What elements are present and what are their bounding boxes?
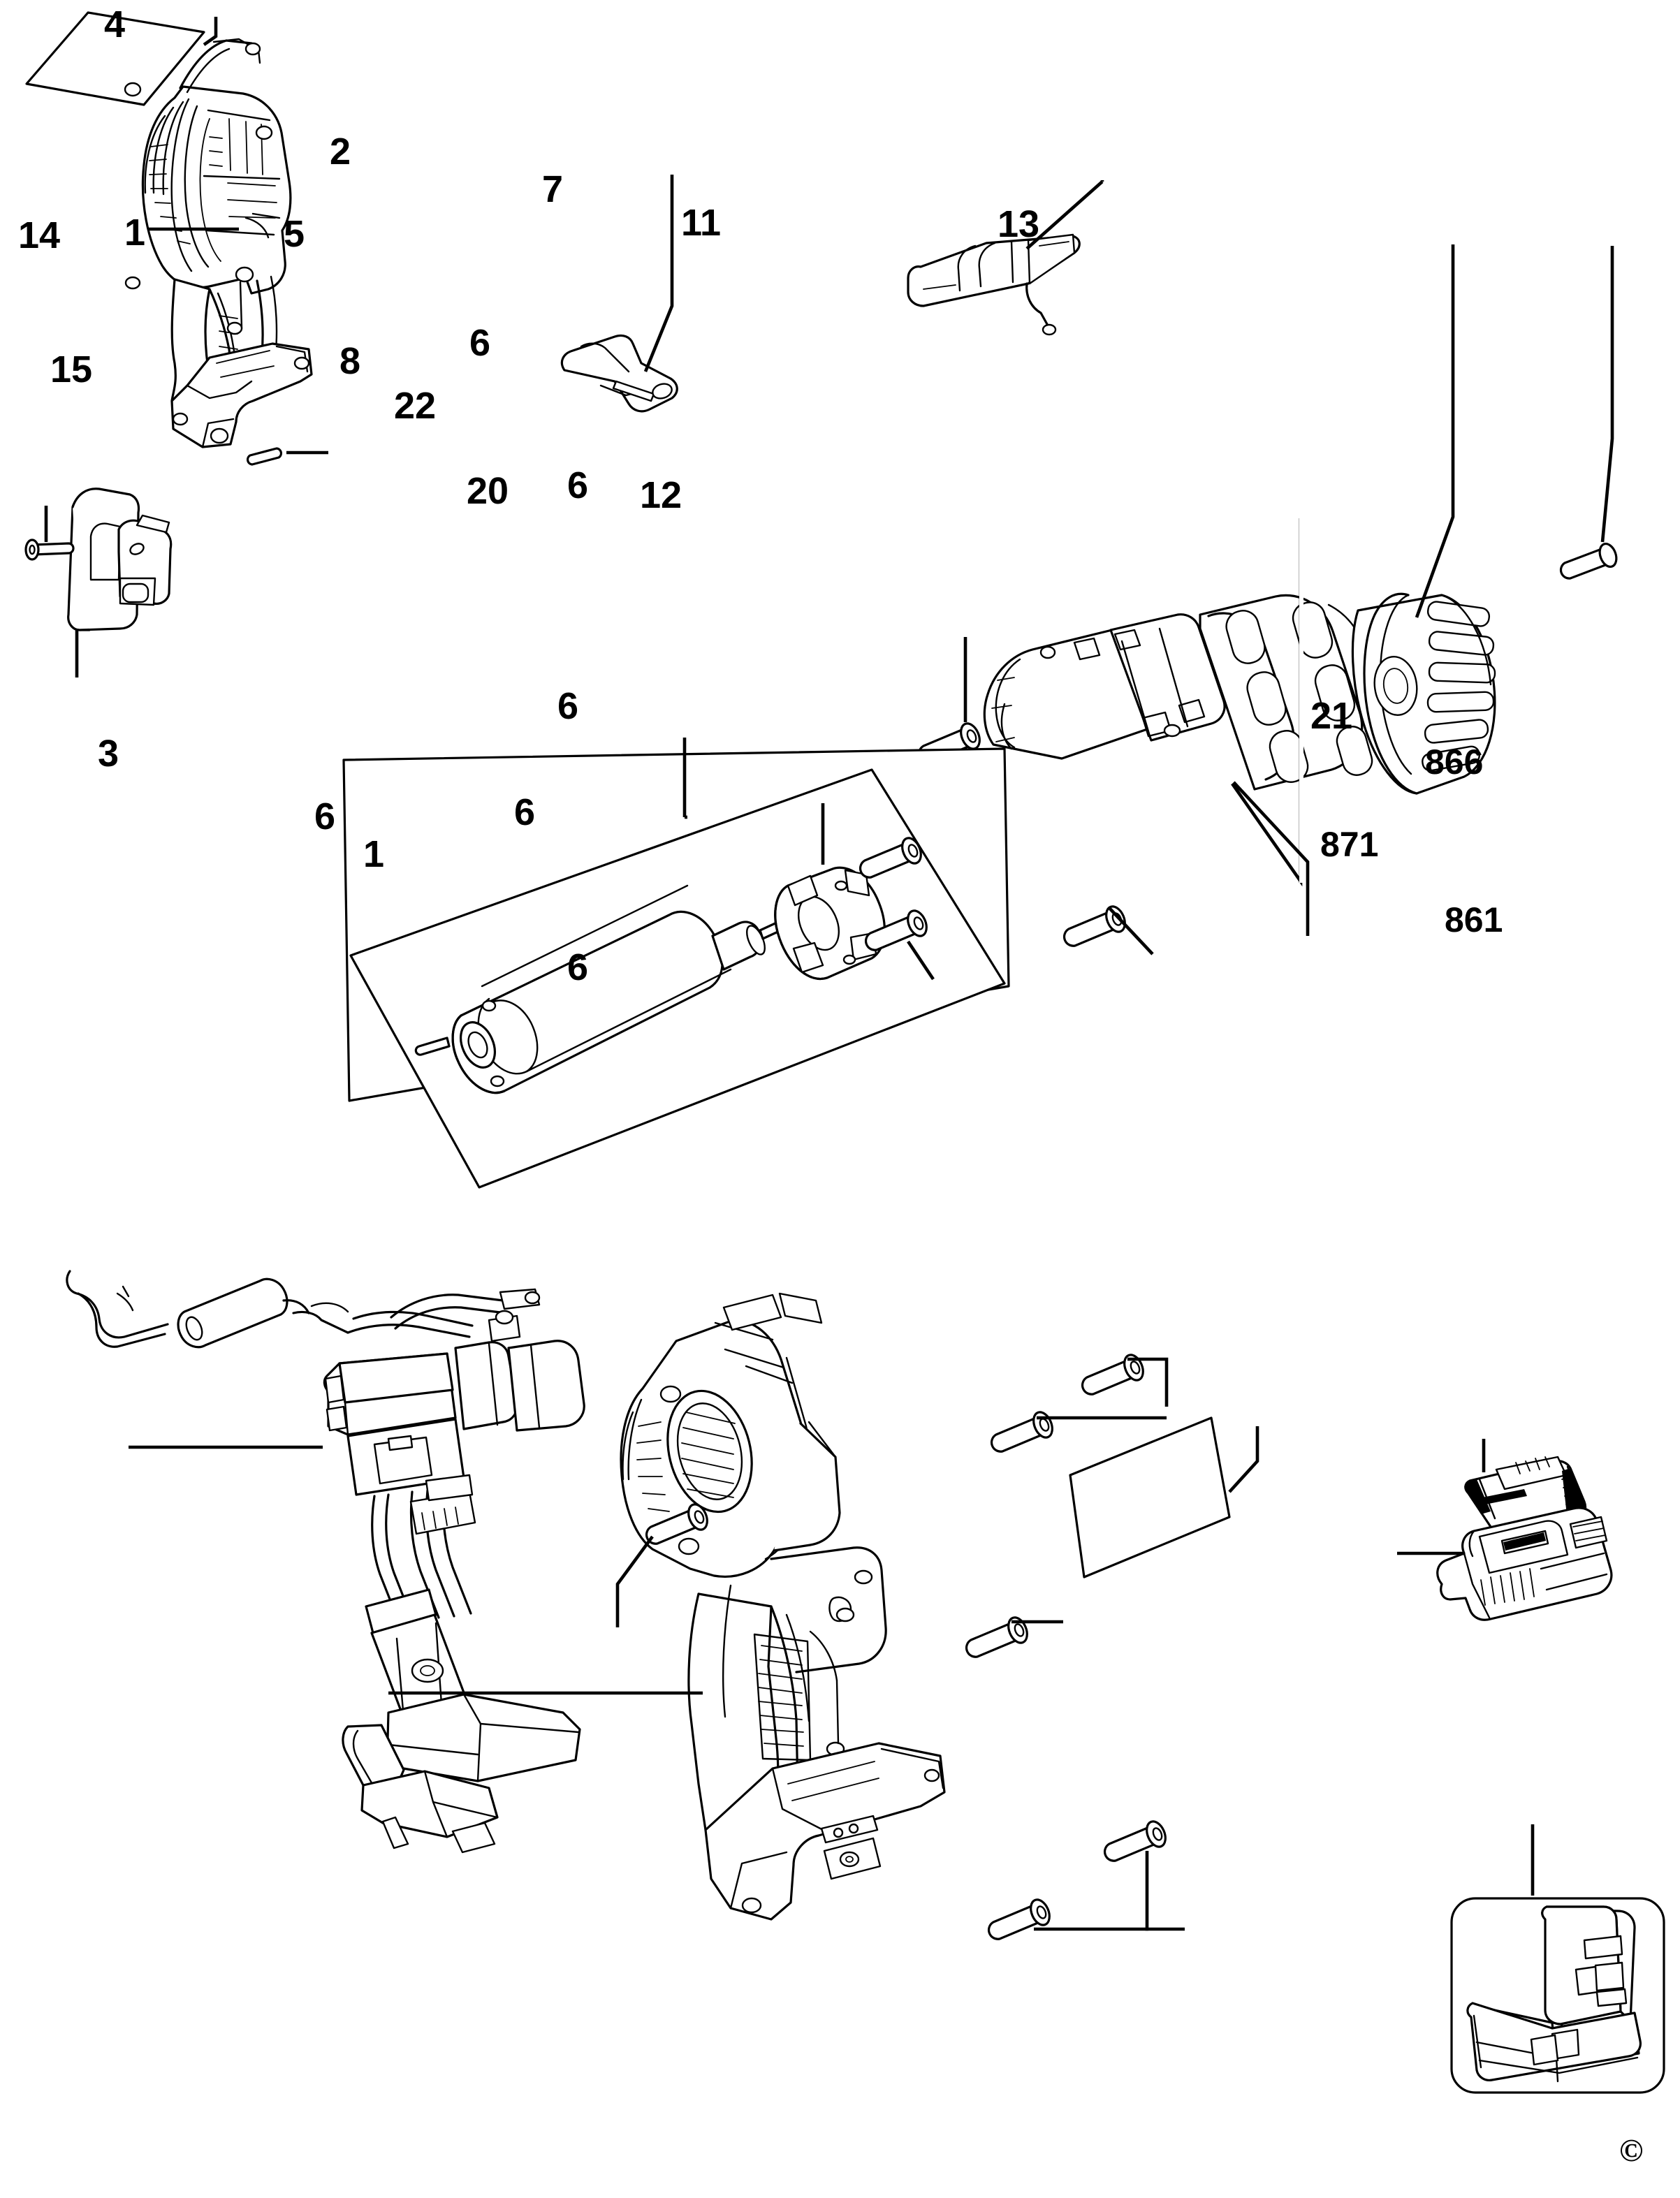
callout-1-right: 1	[363, 833, 385, 875]
warning-label-part-21	[1069, 1416, 1259, 1578]
carrying-case-part-861	[1450, 1824, 1665, 2094]
gearbox-assembly-part-12	[983, 518, 1373, 887]
housing-screw-part-6-g	[987, 1896, 1148, 1940]
housing-screw-part-6-d	[615, 1500, 713, 1627]
housing-screw-part-6-lower-gearbox	[1062, 902, 1154, 955]
forward-reverse-selector-part-2	[560, 175, 678, 413]
copyright-mark: ©	[1619, 2132, 1644, 2168]
callout-871: 871	[1320, 825, 1379, 864]
switch-and-wiring-assembly-part-3	[66, 1270, 585, 1854]
nameplate-label-part-4	[25, 11, 218, 106]
pin-part-5	[246, 447, 328, 466]
callout-6-e: 6	[514, 791, 536, 833]
belt-clip-part-15	[67, 488, 173, 677]
callout-1-left: 1	[124, 212, 146, 254]
callout-7: 7	[542, 168, 564, 210]
keyless-chuck-part-11	[1351, 244, 1496, 795]
callout-2: 2	[330, 131, 351, 173]
callout-6-b: 6	[567, 464, 589, 506]
housing-screw-part-6-e	[965, 1613, 1063, 1658]
callout-861: 861	[1445, 900, 1503, 939]
battery-charger-part-871	[1397, 1507, 1613, 1621]
callout-12: 12	[640, 474, 682, 516]
callout-15: 15	[50, 349, 93, 390]
housing-screw-part-6-upper	[917, 637, 985, 764]
callout-3: 3	[98, 733, 119, 775]
gearbox-leader-line	[1232, 517, 1310, 936]
callout-21: 21	[1310, 695, 1353, 737]
housing-screw-part-6-f	[1103, 1817, 1185, 1931]
callout-6-a: 6	[469, 322, 491, 364]
housing-half-right-part-1	[388, 1292, 946, 1921]
callout-22: 22	[394, 385, 437, 427]
mode-selector-collar-part-7	[907, 180, 1104, 336]
housing-screw-part-6-b	[1081, 1351, 1169, 1407]
callout-13: 13	[998, 203, 1040, 245]
motor-mounting-screw-part-20-b	[864, 907, 935, 981]
motor-pinion-plate-part-22	[774, 803, 886, 981]
belt-clip-screw-part-14	[24, 506, 75, 561]
callout-8: 8	[339, 340, 361, 382]
housing-half-left-part-1	[124, 38, 313, 448]
callout-6-f: 6	[567, 946, 589, 988]
callout-6-d: 6	[314, 796, 336, 837]
callout-6-c: 6	[557, 685, 579, 727]
housing-screw-part-6-c	[990, 1408, 1167, 1453]
callout-20: 20	[467, 470, 509, 512]
callout-11: 11	[681, 202, 722, 244]
callout-4: 4	[104, 3, 126, 45]
chuck-retaining-screw-part-13	[1559, 246, 1618, 580]
callout-5: 5	[284, 213, 305, 255]
callout-14: 14	[18, 214, 61, 256]
callout-866: 866	[1425, 742, 1484, 782]
